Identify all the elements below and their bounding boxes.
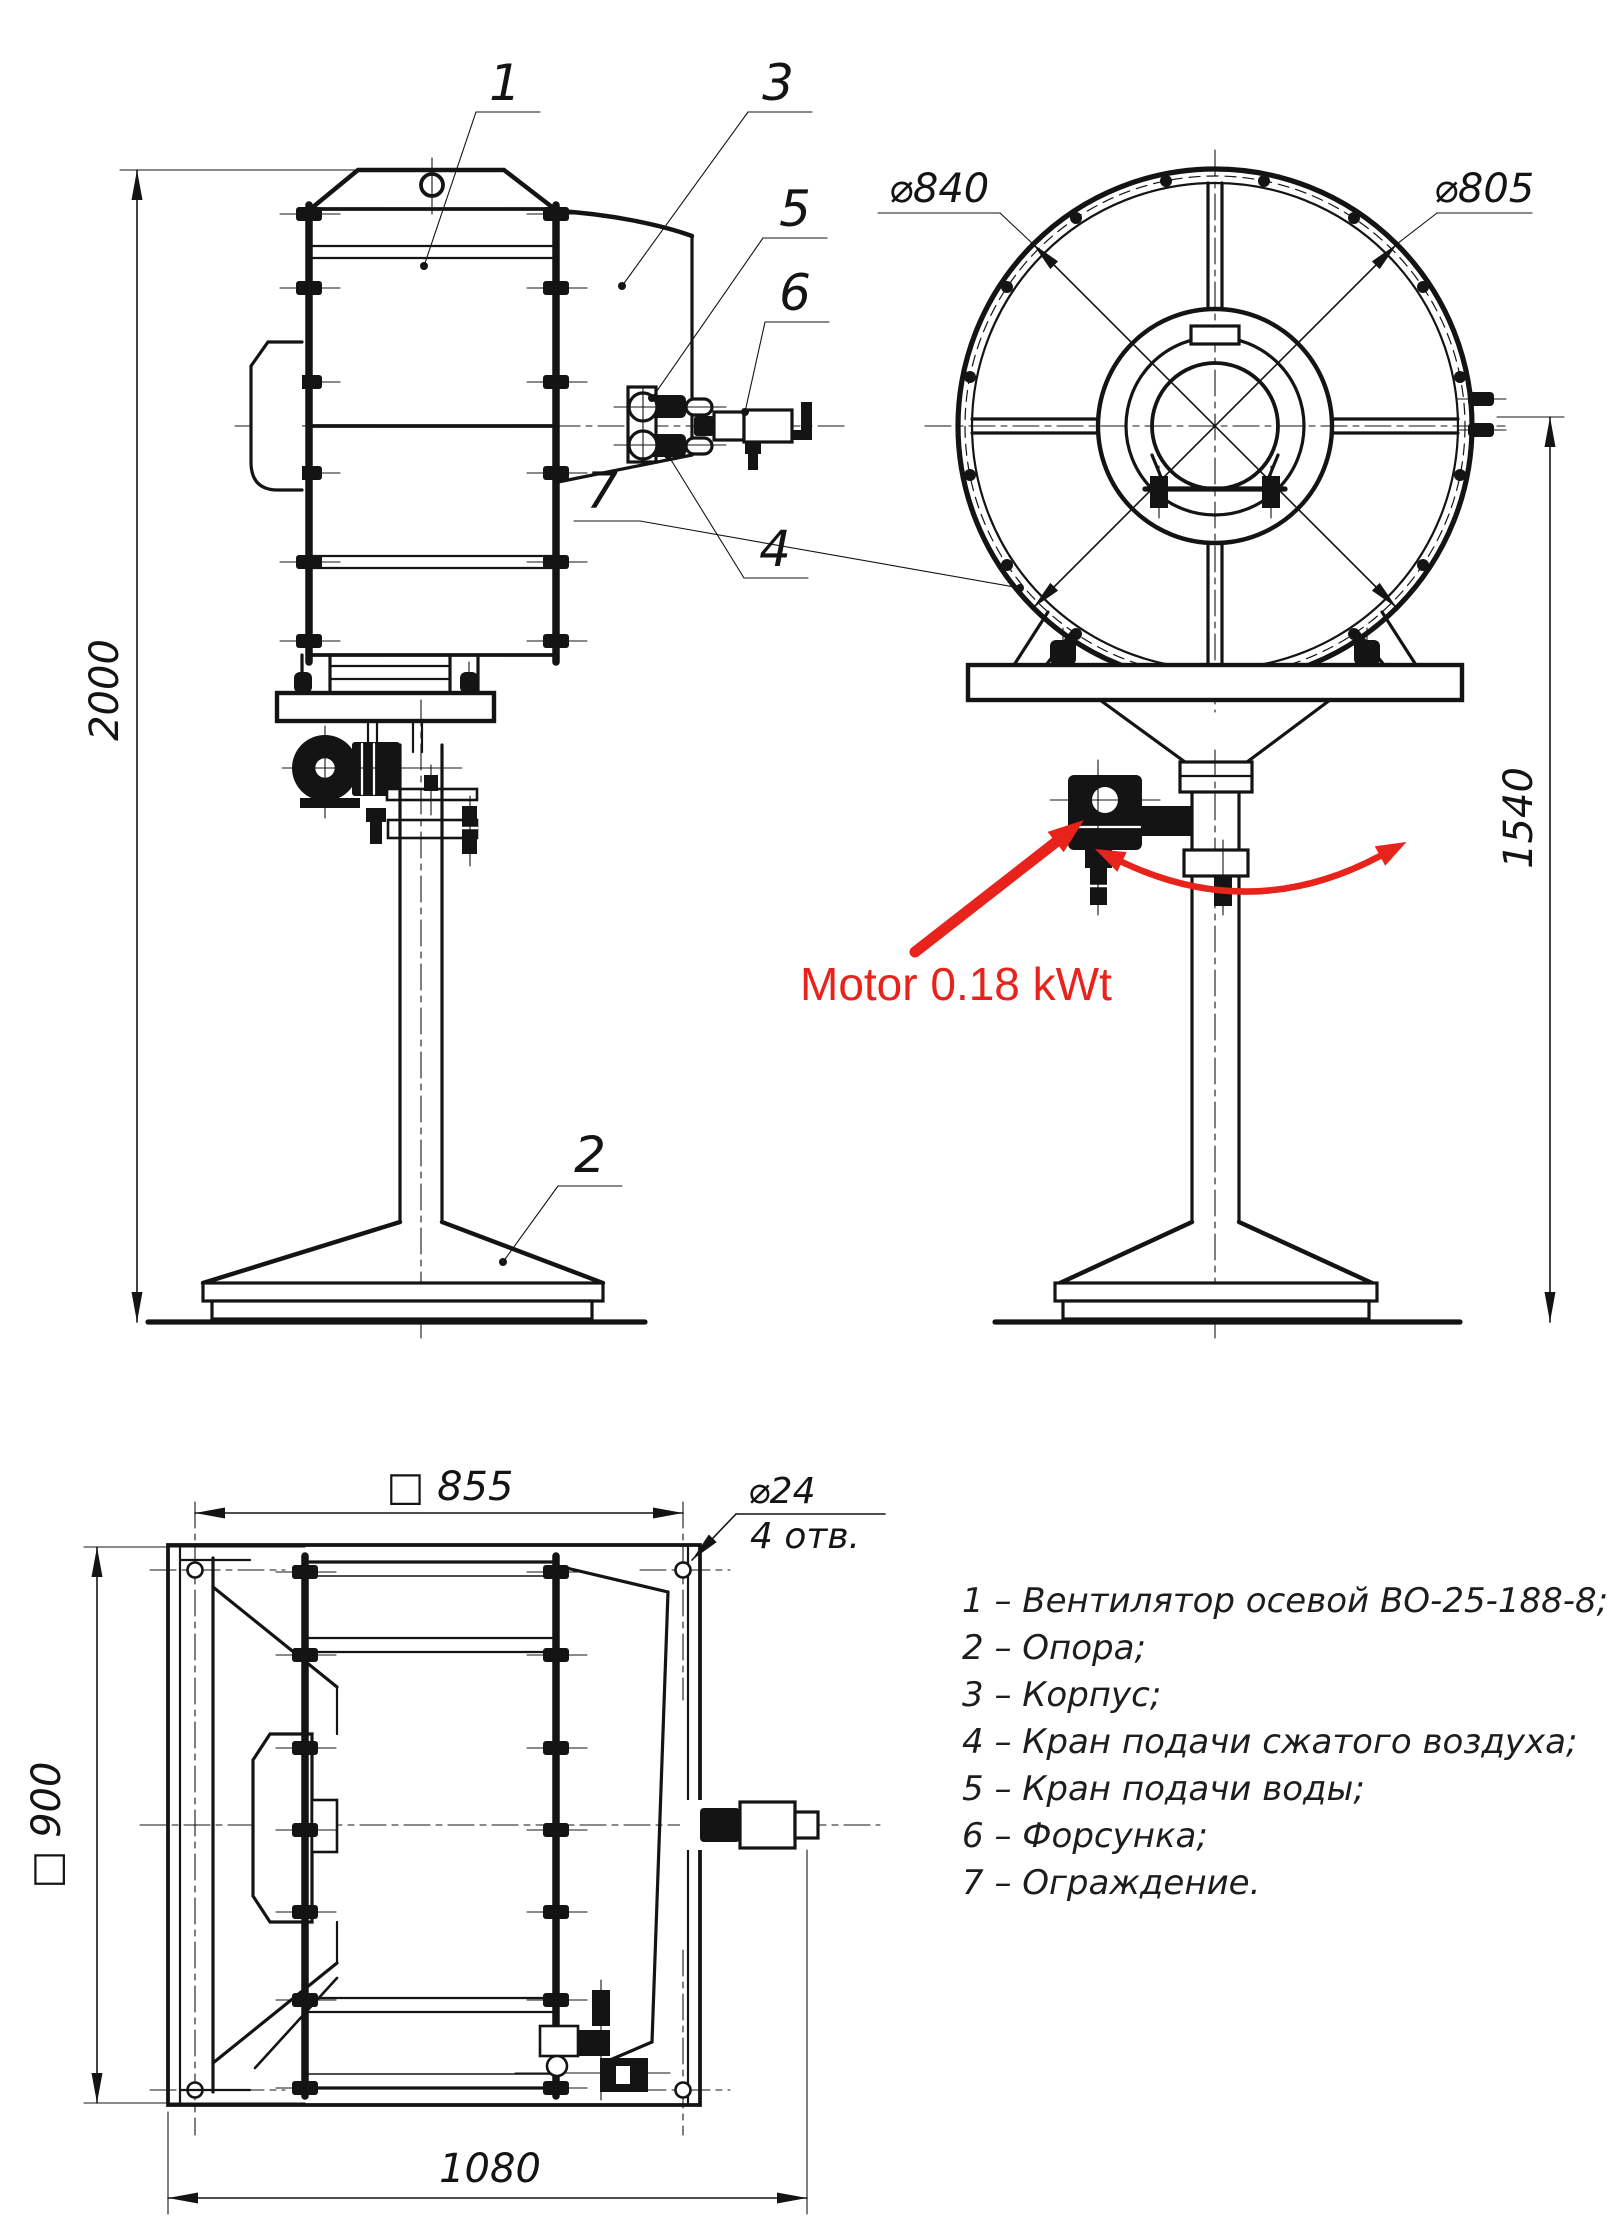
dim-1080-text: 1080: [439, 2146, 541, 2192]
callout-2: 2: [574, 1126, 606, 1184]
red-arrow-shaft: [909, 836, 1062, 958]
legend-item-2: 2 – Опора;: [962, 1628, 1146, 1668]
dim-900: □ 900: [24, 1546, 306, 2104]
duct-plan: [275, 1552, 588, 2100]
anchor-holes: [186, 1561, 692, 2099]
dim-2000: 2000: [82, 169, 363, 1323]
front-view: ⌀840 ⌀805 1540: [573, 149, 1565, 1339]
support-assembly-side: [145, 661, 648, 1339]
dim-dia-805: ⌀805: [1032, 166, 1534, 609]
legend-item-3: 3 – Корпус;: [962, 1675, 1161, 1715]
hole-count-text: 4 отв.: [750, 1516, 860, 1557]
nozzle-side: [694, 402, 812, 470]
callout-7: 7: [586, 462, 618, 520]
dia-805-text: ⌀805: [1434, 166, 1534, 212]
callout-4: 4: [759, 520, 791, 578]
hub-key: [1189, 324, 1241, 346]
dim-855: □ 855: [194, 1464, 684, 1519]
gear-motor-side: [281, 725, 463, 844]
motor-front: [1049, 759, 1192, 916]
front-callouts: 7: [573, 462, 1024, 592]
callout-5: 5: [779, 180, 811, 238]
dia-840-text: ⌀840: [889, 166, 989, 212]
motor-box-side: [249, 340, 304, 492]
red-curve-head-left: [1095, 849, 1127, 872]
dim-dia-840: ⌀840: [877, 166, 1398, 609]
valve-cluster-plan: [514, 1979, 671, 2101]
guard-cone-side: [555, 208, 695, 484]
dim-900-text: □ 900: [24, 1762, 70, 1889]
bolt-circle: [964, 175, 1466, 677]
flange-bolts-plan: [275, 1565, 588, 2095]
motor-box-plan: [251, 1732, 314, 1924]
legend: 1 – Вентилятор осевой ВО-25-188-8; 2 – О…: [962, 1581, 1608, 1903]
hole-callout: ⌀24 4 отв.: [691, 1471, 886, 1561]
housing-top-trapezoid: [310, 167, 555, 210]
bottom-channel: [300, 653, 480, 695]
bracket-arm: [385, 764, 479, 867]
plan-view: □ 855 ⌀24 4 отв. □ 900 1080: [24, 1464, 886, 2215]
platform-front: [965, 662, 1465, 703]
callout-6: 6: [779, 264, 811, 322]
dim-2000-text: 2000: [82, 639, 128, 741]
dim-855-text: □ 855: [387, 1464, 514, 1510]
platform-side: [274, 690, 497, 724]
legend-item-7: 7 – Ограждение.: [962, 1863, 1260, 1903]
base-skirt-front: [1057, 1219, 1195, 1286]
valve-assembly: [613, 385, 812, 470]
inlet-cone-plan: [179, 1556, 339, 2094]
side-callouts: 1 3 5 6 4 2: [420, 54, 830, 1266]
guard-plan: [556, 1564, 670, 2062]
callout-3: 3: [762, 54, 794, 112]
dim-1540: 1540: [1457, 392, 1565, 1323]
stand-front: [965, 610, 1465, 1339]
dim-1540-text: 1540: [1496, 767, 1542, 869]
red-curve-head-right: [1374, 842, 1407, 866]
red-curved-arrow: [1118, 852, 1384, 895]
side-view: 2000: [82, 54, 849, 1339]
hole-dia-text: ⌀24: [748, 1471, 815, 1512]
legend-item-4: 4 – Кран подачи сжатого воздуха;: [962, 1722, 1577, 1762]
base-skirt-side: [200, 1219, 403, 1286]
legend-item-1: 1 – Вентилятор осевой ВО-25-188-8;: [962, 1581, 1608, 1621]
legend-item-6: 6 – Форсунка;: [962, 1816, 1208, 1856]
red-arrow-head: [1047, 820, 1084, 853]
motor-annotation-text: Motor 0.18 kWt: [800, 958, 1112, 1010]
dim-1080: 1080: [167, 1849, 808, 2215]
nozzle-plan: [680, 1800, 820, 1850]
legend-item-5: 5 – Кран подачи воды;: [962, 1769, 1365, 1809]
motor-annotation: Motor 0.18 kWt: [800, 820, 1407, 1010]
callout-1: 1: [489, 54, 521, 112]
